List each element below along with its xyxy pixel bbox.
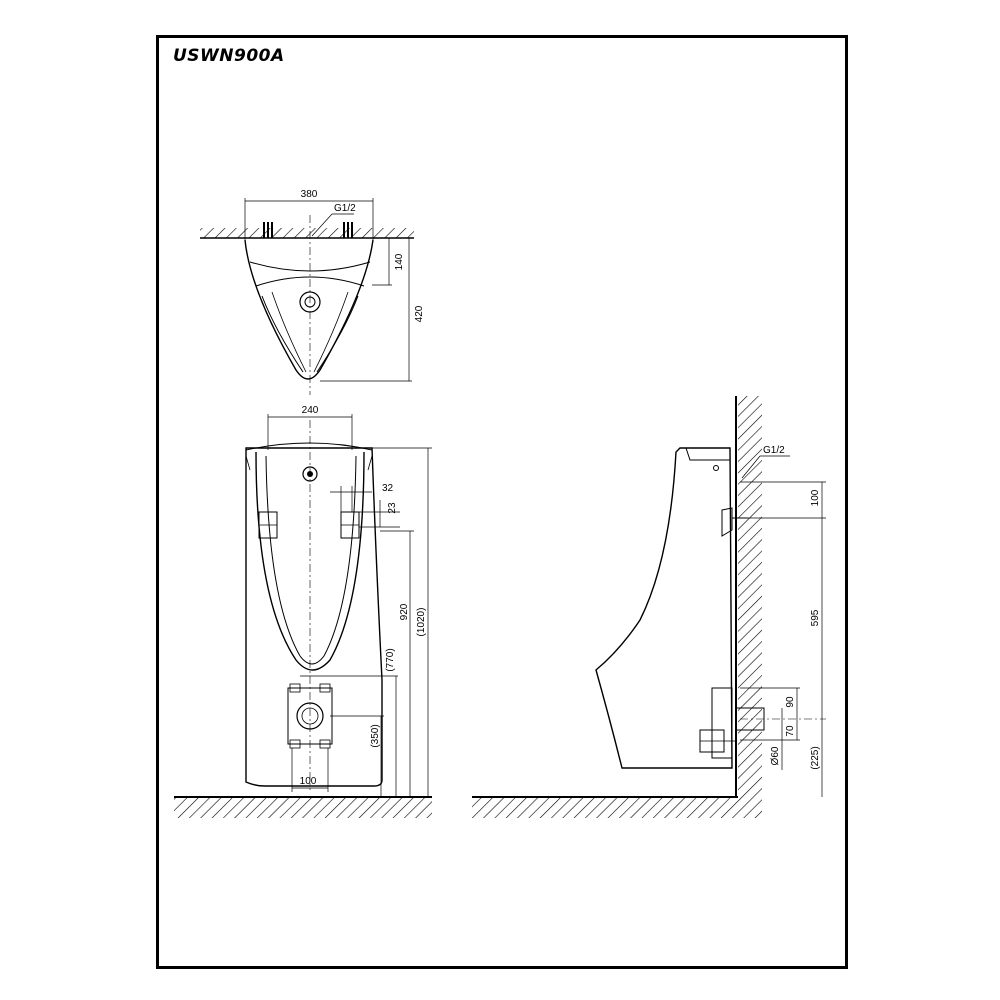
front-body-outline — [245, 447, 383, 787]
side-wall-hatch — [738, 396, 762, 798]
top-bowl-inner-left — [261, 295, 304, 373]
front-floor-hatch — [174, 798, 432, 818]
dim-350: (350) — [370, 724, 381, 747]
dim-side-90: 90 — [785, 696, 796, 708]
top-bowl-inner-upper — [255, 276, 365, 287]
dim-23: 23 — [387, 502, 398, 514]
dim-g12-leader — [311, 213, 333, 237]
side-valve — [721, 507, 733, 537]
front-view: 240 32 23 920 (1020) (770) (350) 100 — [174, 405, 432, 818]
dim-240: 240 — [302, 405, 319, 416]
front-bowl-outline — [255, 451, 365, 671]
drawing-frame — [156, 35, 848, 969]
front-right-notch — [367, 455, 373, 471]
side-g12-leader — [741, 455, 761, 479]
top-wall-hatch — [200, 228, 414, 238]
dim-140: 140 — [394, 253, 405, 270]
model-title: USWN900A — [173, 46, 285, 66]
front-top-edge — [245, 442, 373, 451]
dim-side-225: (225) — [810, 746, 821, 769]
dim-1020: (1020) — [416, 608, 427, 637]
dim-side-70: 70 — [785, 725, 796, 737]
dim-side-100: 100 — [810, 489, 821, 506]
dim-920: 920 — [399, 603, 410, 620]
dim-side-dia60: Ø60 — [770, 746, 781, 765]
front-left-notch — [245, 455, 251, 471]
side-top-edge — [685, 447, 730, 461]
dim-770: (770) — [385, 648, 396, 671]
front-drain-tab-tl — [289, 683, 301, 693]
front-bowl-inner — [265, 455, 357, 665]
dim-100-front: 100 — [300, 776, 317, 787]
side-floor-hatch — [472, 798, 762, 818]
top-bowl-inner-right2 — [313, 291, 349, 373]
side-sensor-icon — [713, 465, 719, 471]
top-view: 380 G1/2 140 420 — [200, 189, 425, 395]
top-inlet-bolts — [263, 222, 353, 238]
top-bowl-inner-left2 — [271, 291, 307, 373]
front-drain-tab-bl — [289, 739, 301, 749]
side-view: G1/2 100 595 90 70 Ø60 (225) — [472, 396, 826, 818]
dim-32: 32 — [382, 483, 394, 494]
dim-g12-side: G1/2 — [763, 445, 785, 456]
dim-g12-top: G1/2 — [334, 203, 356, 214]
dim-420: 420 — [414, 305, 425, 322]
side-body-outline — [595, 447, 733, 769]
top-bowl-outline — [244, 239, 374, 380]
dim-380: 380 — [301, 189, 318, 200]
top-bowl-inner-right — [316, 295, 359, 373]
front-drain-tab-tr — [319, 683, 331, 693]
dim-side-595: 595 — [810, 609, 821, 626]
side-drain-bracket — [711, 687, 733, 759]
front-drain-tab-br — [319, 739, 331, 749]
